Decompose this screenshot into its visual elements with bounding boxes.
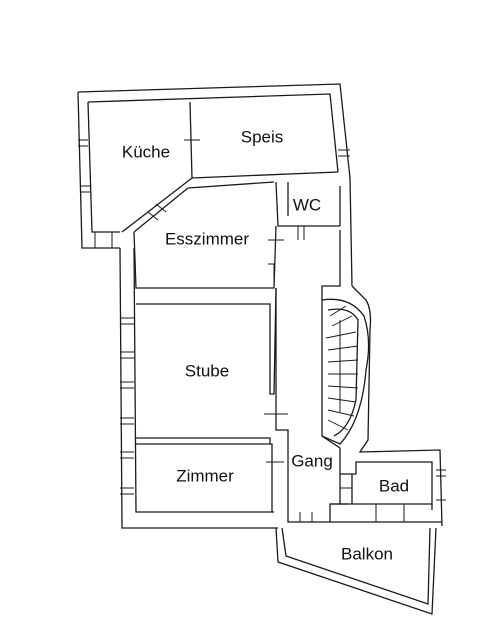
label-stube: Stube [185,361,229,380]
label-gang: Gang [291,451,333,470]
outer-walls [77,83,446,529]
room-labels: Küche Speis WC Esszimmer Stube Zimmer Ga… [122,127,409,563]
label-kueche: Küche [122,142,170,161]
label-wc: WC [293,195,321,214]
balcony-outline [275,527,437,615]
label-bad: Bad [379,476,409,495]
label-esszimmer: Esszimmer [165,229,249,248]
label-balkon: Balkon [341,544,393,563]
label-speis: Speis [241,127,284,146]
interior-walls [121,101,442,523]
staircase [321,298,370,445]
label-zimmer: Zimmer [176,466,234,485]
